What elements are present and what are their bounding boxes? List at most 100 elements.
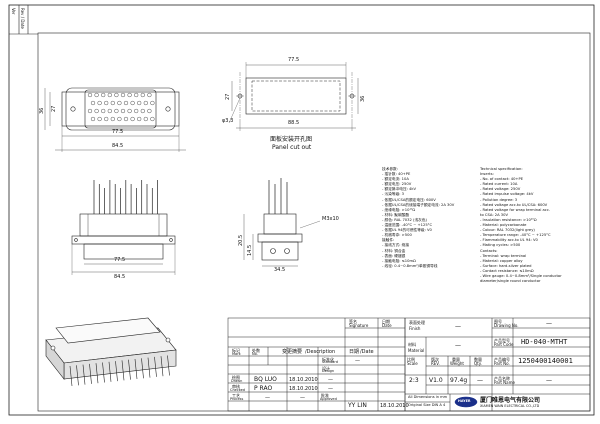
finish-label-cn: 表面处理 <box>409 320 425 325</box>
contact-hole <box>140 92 145 98</box>
contact-hole <box>140 108 145 114</box>
contact-hole <box>110 116 115 122</box>
contact-hole <box>87 108 93 114</box>
dim-panel-inner: 36 <box>360 95 366 102</box>
finish-value: — <box>455 323 461 330</box>
contact-hole <box>150 116 155 122</box>
spec-en-line: - Rated impulse voltage: 4kV <box>480 192 534 197</box>
part-code-value: HD-040-MTHT <box>521 338 568 346</box>
finish-label-en: Finish <box>409 326 421 331</box>
contact-hole <box>107 92 112 98</box>
contact-hole <box>117 116 122 122</box>
iso-pin <box>69 365 73 387</box>
iso-pin <box>147 357 151 378</box>
hdr-sign-en: Signature <box>349 323 369 328</box>
hdr-date2-en: Date <box>382 323 392 328</box>
contact-hole <box>97 116 102 122</box>
company-name-cn: 厦门唯恩电气有限公司 <box>480 397 541 404</box>
dim-end-height: 20.5 <box>238 234 244 246</box>
dim-front-width-1: 77.5 <box>112 129 124 135</box>
spec-cn-line: - 额定电流: 10A <box>382 177 409 182</box>
material-cn: 材料 <box>408 342 416 347</box>
iso-pin <box>141 358 144 379</box>
spec-en-line: - Temperature range: -40°C ~ +125°C <box>480 233 551 238</box>
dim-front-height-2: 36 <box>39 107 45 114</box>
dim-front-height-1: 27 <box>51 105 57 112</box>
spec-en-line: Inserts: <box>480 172 494 177</box>
dim-note-1: All Dimensions in mm <box>408 395 448 399</box>
iso-pin <box>121 360 125 381</box>
contact-hole <box>104 100 109 106</box>
contact-hole <box>137 100 142 106</box>
spec-cn-line: - 机械寿命: >500 <box>382 233 412 238</box>
contact-hole <box>123 116 129 122</box>
contact-hole <box>101 108 106 114</box>
dim-panel-length: 88.5 <box>288 120 300 126</box>
contact-hole <box>94 92 99 98</box>
contact-hole <box>94 108 99 114</box>
standard-en: Standard <box>322 360 338 364</box>
spec-en-line: - Rated current: 10A <box>480 182 518 187</box>
hdr-desc-cn: 变更摘要 <box>282 349 303 355</box>
rev-label: Ver <box>11 8 16 15</box>
spec-cn-line: - 依据UL 94的可燃性等级: V0 <box>382 228 432 233</box>
spec-en-line: - No. of contact: 40+PE <box>480 177 524 182</box>
spec-cn-line: - 温度范围: -40°C ~ +125°C <box>382 223 433 228</box>
approved-cn: 批准 <box>321 393 329 398</box>
scale-value: 2:3 <box>409 377 419 384</box>
material-value: — <box>455 342 461 349</box>
scale-en: Scale <box>407 361 418 366</box>
process-en: Process <box>230 397 244 401</box>
weight-en: Weight <box>450 361 464 366</box>
iso-pin <box>95 363 99 384</box>
contact-hole <box>134 108 139 114</box>
panel-caption-en: Panel cut out <box>272 144 312 151</box>
checked-date: 18.10.2010 <box>289 386 318 392</box>
spec-en-line: - Terminal: wrap terminal <box>480 253 527 258</box>
iso-pin <box>134 358 138 380</box>
spec-cn-line: 接触件: <box>382 238 395 243</box>
dim-elev-width-1: 77.5 <box>114 257 126 263</box>
checked-name: P RAO <box>254 385 273 392</box>
standard-cn: 标准化 <box>322 357 334 362</box>
contact-hole <box>114 92 119 98</box>
contact-hole <box>90 100 96 106</box>
spec-en-line: - Rated voltage for wrap terminal acc. <box>480 207 551 212</box>
contact-hole <box>143 100 148 106</box>
panel-caption-cn: 面板安装开孔图 <box>270 136 313 143</box>
contact-hole <box>134 92 139 98</box>
qty-en: Qty. <box>474 361 482 366</box>
spec-en-line: diameter/single round conductor <box>480 279 541 284</box>
checked-en: Checked <box>230 388 246 392</box>
weight-cn: 重量 <box>452 357 460 362</box>
contact-hole <box>110 100 115 106</box>
dim-note-2: Original Size DIN A 4 <box>408 403 446 407</box>
spec-en-line: - Surface: hard-silver plated <box>480 263 532 268</box>
company-logo <box>454 396 478 408</box>
dim-elev-width-2: 84.5 <box>114 274 126 280</box>
front-view <box>44 87 186 152</box>
contact-hole <box>104 116 109 122</box>
spec-cn-title: 技术参数: <box>382 167 398 171</box>
part-code-en: Part Code <box>494 342 514 347</box>
panel-cutout-view <box>228 62 359 131</box>
spec-cn-line: - 插针数: 40+PE <box>382 172 411 177</box>
part-no-cn: 产品编号 <box>494 357 510 362</box>
iso-pin <box>102 362 105 383</box>
hdr-no-cn: 处数 <box>252 348 260 353</box>
rev-cn: 版次 <box>431 357 439 362</box>
contact-hole <box>114 108 119 114</box>
approved-name: YY LIN <box>348 402 367 409</box>
contact-hole <box>90 116 96 122</box>
rev-en: REV. <box>431 361 440 366</box>
standard-dash: — <box>355 358 360 364</box>
iso-pin <box>76 365 79 386</box>
spec-en-line: - Wire gauge: 0.4~0.8mm²/Single conducto… <box>480 273 562 278</box>
contact-hole <box>127 108 132 114</box>
contact-hole <box>137 116 142 122</box>
contact-hole <box>120 92 126 98</box>
title-block-grid <box>227 317 591 412</box>
hdr-desc-en: /Description <box>305 349 336 355</box>
logo-text: HAYER <box>458 399 471 403</box>
contact-hole <box>127 92 132 98</box>
